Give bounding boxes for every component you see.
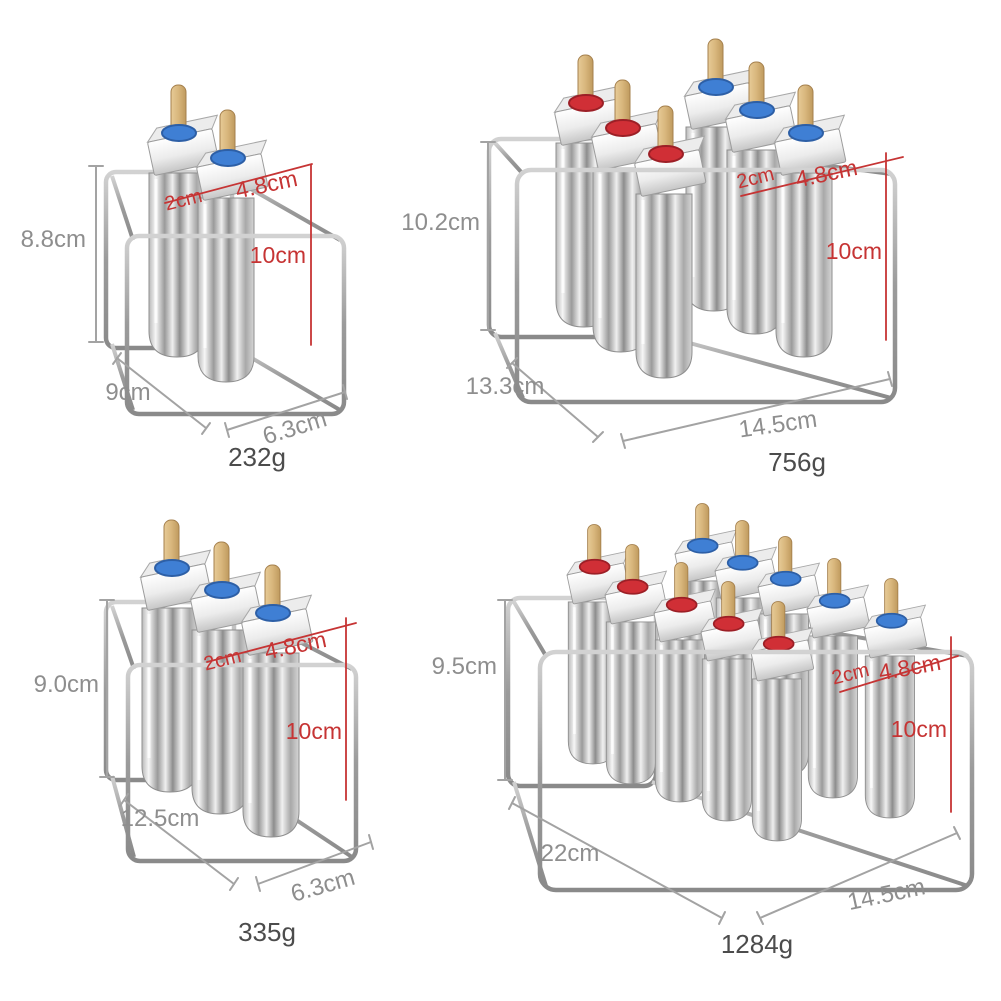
rack-rail <box>512 600 548 658</box>
stick-ring-blue <box>726 554 759 571</box>
stick-ring-red <box>762 635 795 652</box>
dim-label-mold-height: 10cm <box>826 238 882 264</box>
dim-line-base-right <box>226 391 346 431</box>
rack-rail <box>651 780 969 888</box>
dim-line-base-left <box>123 799 235 885</box>
product-4-illustration <box>505 503 975 893</box>
mold-body <box>604 620 657 786</box>
dim-label-base-right: 14.5cm <box>845 873 928 916</box>
rack-front-frame <box>514 167 898 405</box>
dim-line-base-right <box>257 841 372 885</box>
stick-ring-blue <box>788 124 824 142</box>
stick-ring-blue <box>255 604 291 622</box>
mold-body <box>140 606 200 794</box>
dim-label-mold-height: 10cm <box>286 718 342 744</box>
dim-label-base-left: 12.5cm <box>121 805 200 832</box>
dim-line-base-left <box>511 362 599 438</box>
stick-ring-red <box>648 145 684 163</box>
rack-rail <box>110 775 136 858</box>
dim-tick <box>201 422 211 435</box>
dim-line-cell-width <box>740 156 904 197</box>
dim-label-rack-height: 9.5cm <box>432 653 497 680</box>
dim-label-base-left: 9cm <box>105 379 150 406</box>
stick-ring-blue <box>154 559 190 577</box>
dim-tick <box>756 911 764 925</box>
mold-body <box>653 638 706 804</box>
product-3-annotations: 9.0cm 2cm 4.8cm 10cm 12.5cm 6.3cm 335g <box>34 599 374 947</box>
mold-body <box>241 651 301 839</box>
stick-ring-blue <box>769 570 802 587</box>
rack-rail <box>493 141 525 176</box>
dim-label-rack-height: 10.2cm <box>401 209 480 236</box>
stick-ring-blue <box>818 592 851 609</box>
mold-body <box>634 192 694 380</box>
product-1-illustration <box>103 84 347 417</box>
dim-line-base-left <box>511 802 723 919</box>
dim-line-base-left <box>116 357 207 429</box>
dim-label-rack-height: 8.8cm <box>21 226 86 253</box>
mold-body <box>196 196 256 384</box>
mold-body <box>750 677 803 843</box>
dim-line-cell-width <box>206 622 357 663</box>
product-4-annotations: 9.5cm 2cm 4.8cm 10cm 22cm 14.5cm 1284g <box>432 599 961 959</box>
dim-tick <box>368 834 374 850</box>
dim-tick <box>718 911 726 925</box>
dim-tick <box>112 352 122 365</box>
weight-label: 756g <box>768 447 826 477</box>
dim-tick <box>508 796 516 810</box>
dim-line-cell-width <box>164 163 313 204</box>
dim-line-base-right <box>622 378 891 442</box>
dim-label-base-left: 22cm <box>541 840 600 867</box>
stick-ring-blue <box>739 101 775 119</box>
stick-ring-blue <box>204 581 240 599</box>
stick-ring-blue <box>686 537 719 554</box>
dim-tick <box>620 433 626 449</box>
stick-ring-blue <box>161 124 197 142</box>
dim-tick <box>119 793 129 807</box>
stick-ring-red <box>616 578 649 595</box>
stick-ring-red <box>578 558 611 575</box>
stick-ring-red <box>568 94 604 112</box>
dim-label-base-left: 13.3cm <box>466 373 545 400</box>
dim-tick <box>592 431 604 443</box>
rack-front-frame <box>125 662 359 864</box>
stick-ring-blue <box>210 149 246 167</box>
dim-label-rack-height: 9.0cm <box>34 671 99 698</box>
dim-label-mold-height: 10cm <box>250 242 306 268</box>
dim-tick <box>229 877 239 891</box>
product-3-illustration <box>103 519 359 864</box>
weight-label: 232g <box>228 442 286 472</box>
rack-rail <box>110 605 136 670</box>
mold-body <box>806 634 859 800</box>
dim-label-mold-height: 10cm <box>891 716 947 742</box>
dim-line-cell-width <box>839 655 959 693</box>
dim-tick <box>953 826 961 840</box>
rack-rail <box>110 175 135 241</box>
stick-ring-red <box>605 119 641 137</box>
dim-line-base-right <box>759 832 958 919</box>
dim-tick <box>506 357 518 369</box>
rack-front-frame <box>537 649 975 893</box>
mold-body <box>774 171 834 359</box>
rack-front-frame <box>124 233 347 417</box>
stick-ring-blue <box>875 612 908 629</box>
rack-rail <box>110 343 135 411</box>
stick-ring-red <box>712 615 745 632</box>
stick-ring-blue <box>698 78 734 96</box>
stick-ring-red <box>665 596 698 613</box>
dim-tick <box>255 876 261 892</box>
dim-tick <box>224 422 230 438</box>
weight-label: 335g <box>238 917 296 947</box>
dim-tick <box>887 371 893 387</box>
weight-label: 1284g <box>721 929 793 959</box>
dim-tick <box>342 384 348 400</box>
mold-body <box>700 657 753 823</box>
product-2-illustration <box>486 38 898 405</box>
dim-label-base-right: 6.3cm <box>288 864 358 908</box>
